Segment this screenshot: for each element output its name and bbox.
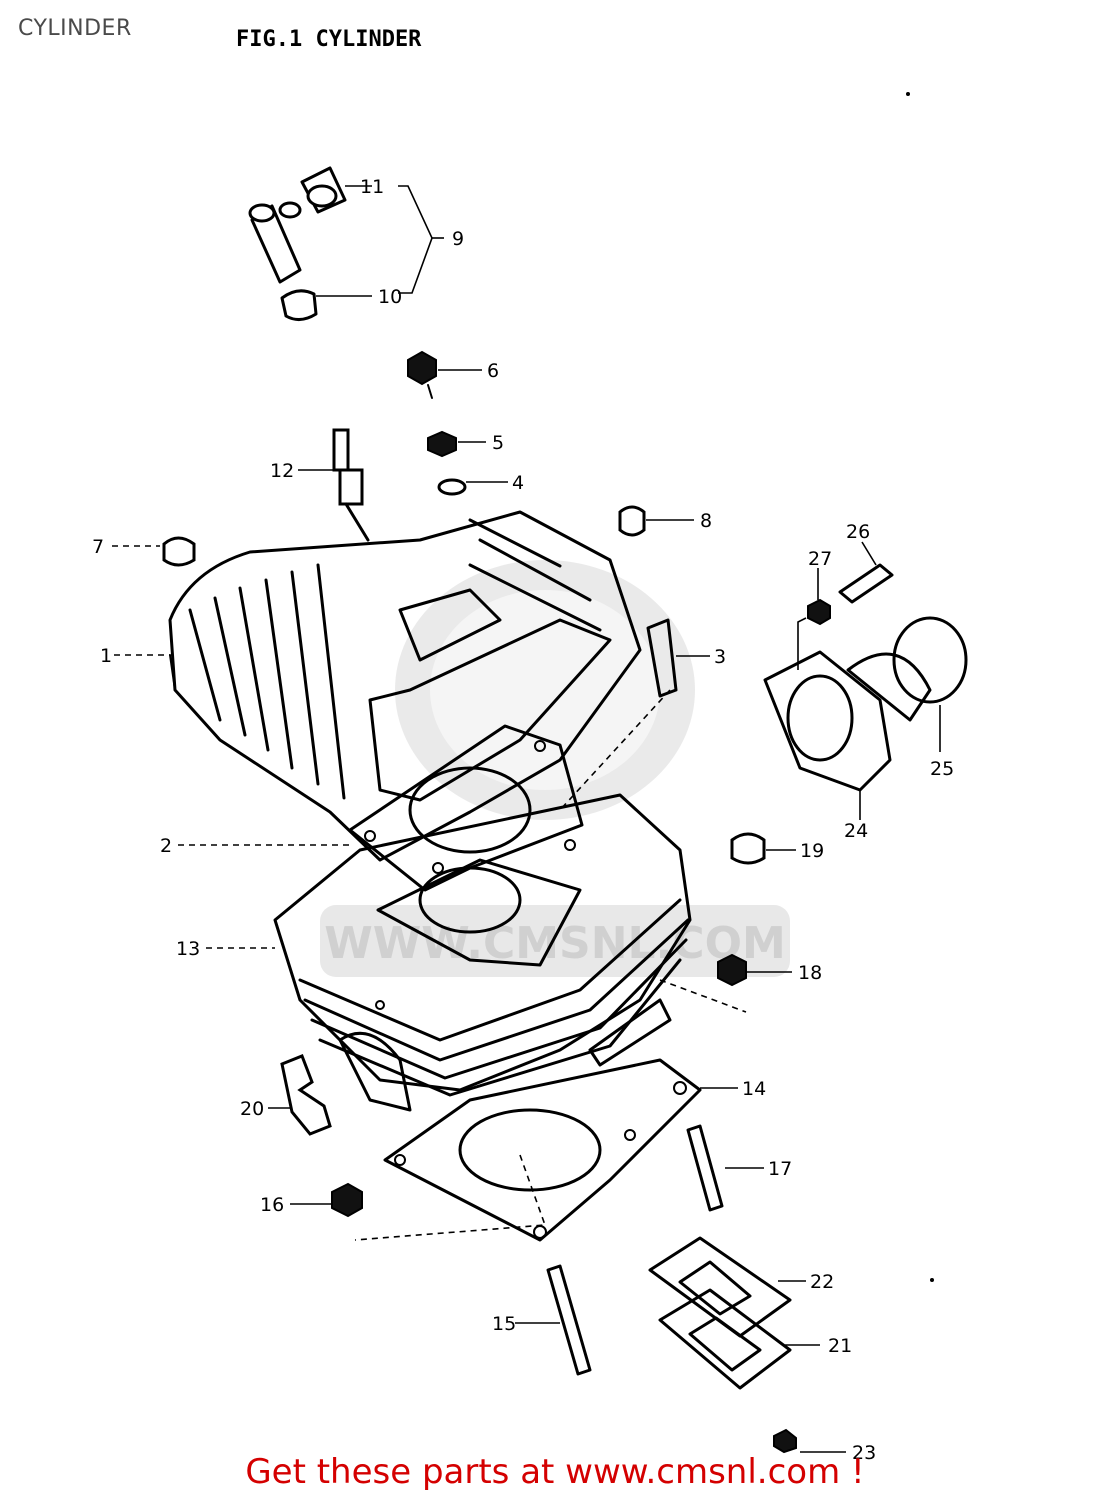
part-5-nut bbox=[427, 430, 457, 458]
leader-lines bbox=[112, 185, 941, 1453]
callout-12: 12 bbox=[270, 460, 294, 482]
callout-2: 2 bbox=[160, 835, 172, 857]
part-6-nut bbox=[407, 350, 437, 399]
part-27-nut bbox=[807, 598, 831, 626]
callout-5: 5 bbox=[492, 432, 504, 454]
callout-21: 21 bbox=[828, 1335, 852, 1357]
watermark-logo: WWW.CMSNL.COM bbox=[320, 560, 790, 977]
part-18-nut bbox=[717, 953, 747, 987]
part-1-cylinder-head bbox=[168, 510, 642, 862]
part-4-washer bbox=[437, 478, 467, 496]
part-3-stud bbox=[646, 618, 678, 698]
callout-3: 3 bbox=[714, 646, 726, 668]
part-13-cylinder-block bbox=[273, 793, 692, 1112]
figure-title: FIG.1 CYLINDER bbox=[236, 27, 422, 52]
callout-4: 4 bbox=[512, 472, 524, 494]
callout-8: 8 bbox=[700, 510, 712, 532]
part-16-nut bbox=[331, 1182, 363, 1218]
callout-10: 10 bbox=[378, 286, 402, 308]
page-title: CYLINDER bbox=[18, 16, 132, 41]
callout-17: 17 bbox=[768, 1158, 792, 1180]
part-15-stud bbox=[546, 1264, 592, 1376]
callout-13: 13 bbox=[176, 938, 200, 960]
callout-18: 18 bbox=[798, 962, 822, 984]
callout-24: 24 bbox=[844, 820, 868, 842]
callout-7: 7 bbox=[92, 536, 104, 558]
buy-parts-link[interactable]: Get these parts at www.cmsnl.com ! bbox=[245, 1452, 865, 1492]
part-cap-assembly bbox=[248, 166, 347, 321]
callout-1: 1 bbox=[100, 645, 112, 667]
part-2-head-gasket bbox=[348, 724, 584, 892]
callout-9: 9 bbox=[452, 228, 464, 250]
part-26-bolt bbox=[838, 563, 894, 604]
watermark-text: WWW.CMSNL.COM bbox=[324, 918, 786, 969]
part-19-cap bbox=[730, 832, 766, 865]
callout-26: 26 bbox=[846, 521, 870, 543]
callout-23: 23 bbox=[852, 1442, 876, 1464]
part-12-spark-plug bbox=[332, 428, 370, 542]
part-21-22-reed-valve bbox=[648, 1236, 792, 1390]
part-7-cap bbox=[162, 536, 196, 567]
callout-16: 16 bbox=[260, 1194, 284, 1216]
part-20-clamp bbox=[280, 1054, 332, 1136]
part-24-intake-pipe bbox=[763, 616, 968, 792]
callout-15: 15 bbox=[492, 1313, 516, 1335]
part-23-bolt bbox=[773, 1428, 797, 1454]
callout-25: 25 bbox=[930, 758, 954, 780]
callouts: 11 9 10 6 5 4 12 8 7 26 27 1 3 25 24 2 1… bbox=[92, 176, 954, 1464]
callout-6: 6 bbox=[487, 360, 499, 382]
callout-20: 20 bbox=[240, 1098, 264, 1120]
callout-14: 14 bbox=[742, 1078, 766, 1100]
callout-27: 27 bbox=[808, 548, 832, 570]
callout-22: 22 bbox=[810, 1271, 834, 1293]
part-14-base-gasket bbox=[383, 1058, 702, 1242]
callout-11: 11 bbox=[360, 176, 384, 198]
part-8-cap bbox=[618, 505, 646, 537]
part-17-stud bbox=[686, 1124, 724, 1212]
callout-19: 19 bbox=[800, 840, 824, 862]
